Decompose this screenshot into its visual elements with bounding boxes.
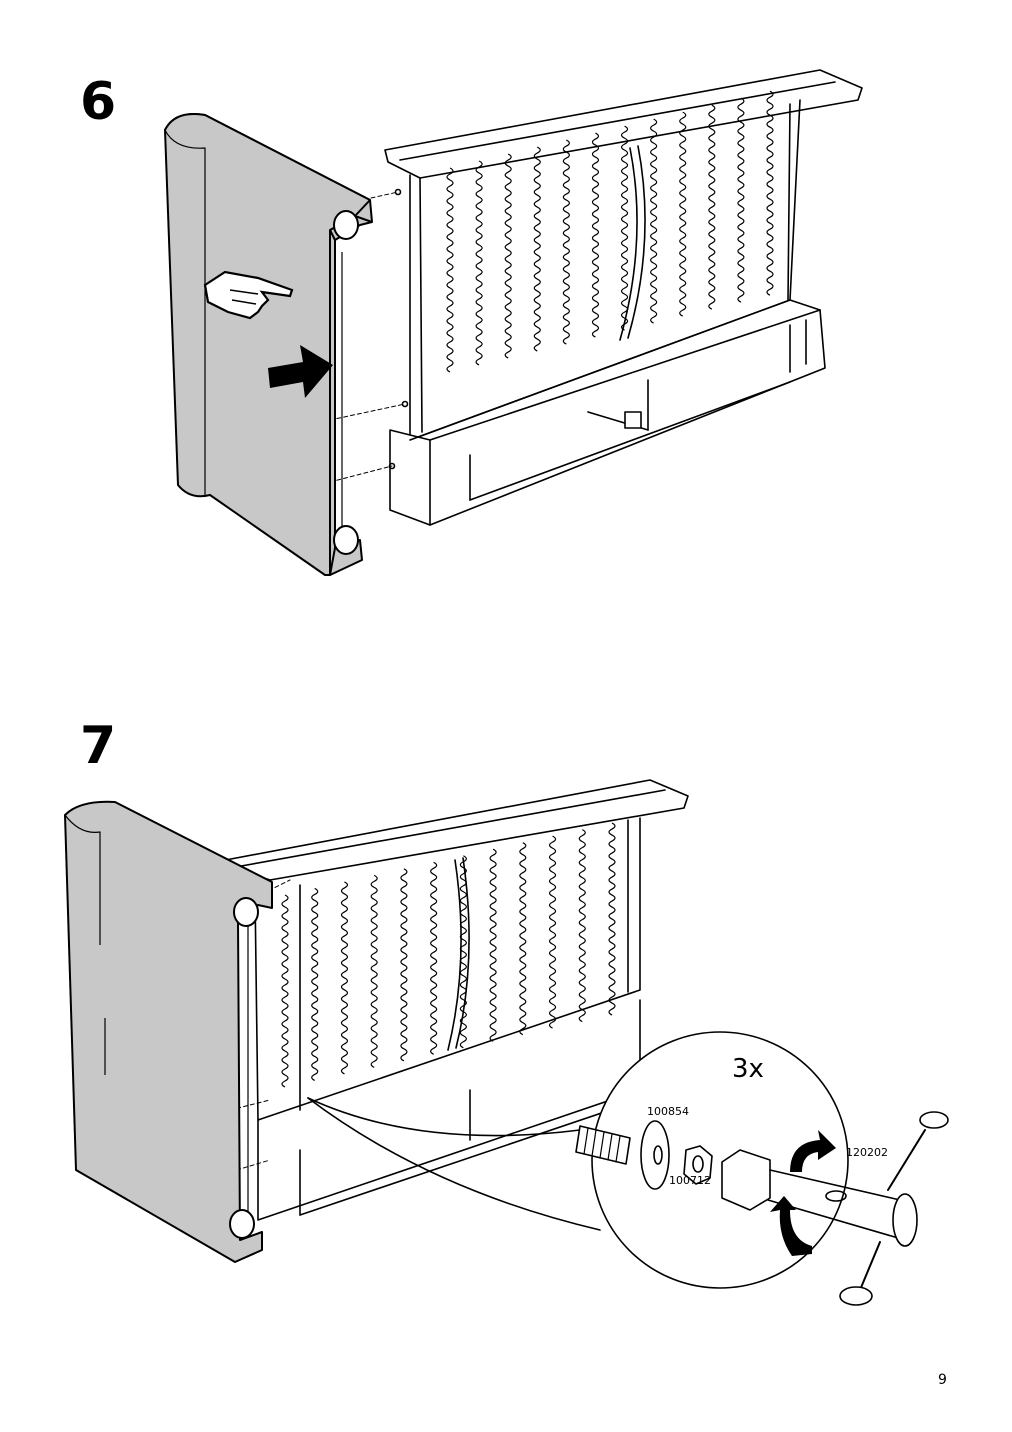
spring: [370, 874, 378, 1068]
spring: [620, 125, 629, 331]
pointing-hand-icon: [203, 270, 294, 320]
spring: [340, 881, 349, 1075]
step-6-illustration: [164, 69, 863, 576]
spring: [459, 855, 467, 1049]
spring: [608, 822, 616, 1016]
quantity-label: 3x: [728, 1054, 768, 1084]
push-arrow-icon: [268, 345, 333, 398]
spring: [708, 104, 716, 310]
spring: [650, 118, 658, 324]
spring: [737, 97, 745, 303]
spring: [533, 146, 541, 352]
step-7-number: 7: [80, 716, 117, 776]
spring: [766, 90, 774, 296]
spring: [400, 868, 408, 1062]
spring: [446, 167, 454, 373]
spring: [475, 160, 483, 366]
part-label-wrench: 120202: [846, 1146, 888, 1159]
step-6-number: 6: [80, 72, 117, 132]
spring: [281, 894, 289, 1088]
spring: [519, 842, 527, 1036]
page-number: 9: [938, 1372, 947, 1388]
spring: [562, 139, 570, 345]
part-label-washer: 100854: [647, 1105, 689, 1118]
rotate-arrow-icon: [770, 1130, 836, 1256]
spring: [504, 153, 512, 359]
spring: [548, 835, 557, 1029]
spring: [311, 887, 319, 1081]
spring: [679, 111, 687, 317]
spring: [578, 829, 586, 1023]
step-7-illustration: [64, 779, 949, 1306]
part-label-nut: 100712: [669, 1174, 711, 1187]
spring: [430, 861, 438, 1055]
spring: [591, 132, 600, 338]
spring: [489, 848, 497, 1042]
